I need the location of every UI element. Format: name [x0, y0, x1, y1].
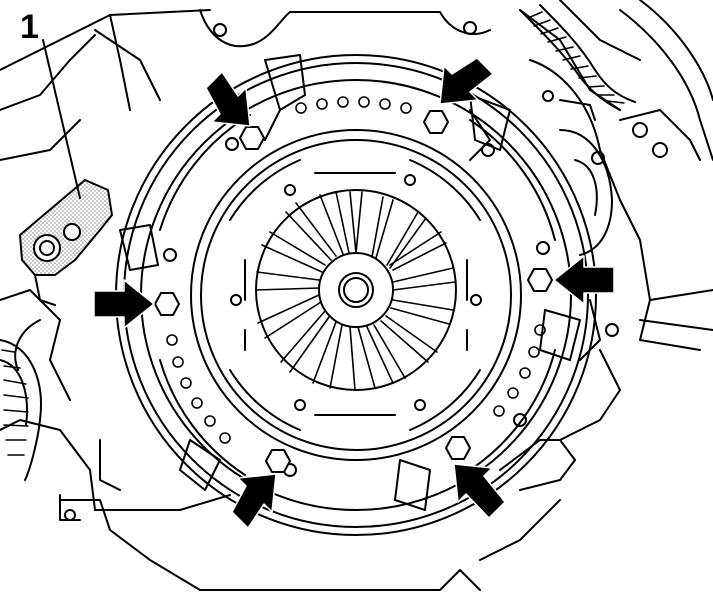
- arrow-pointer-icon: [453, 463, 506, 519]
- callout-1: [42, 39, 81, 199]
- bolt-top-right: [423, 110, 449, 134]
- hex-bolt-icon: [154, 292, 180, 316]
- arrow-pointer-icon: [439, 57, 494, 105]
- bolt-top-left: [239, 126, 265, 150]
- arrow-pointer-icon: [205, 71, 251, 127]
- hex-bolt-icon: [423, 110, 449, 134]
- arrow-pointer-icon: [231, 473, 277, 529]
- plate-hole-ring: [166, 96, 546, 444]
- hex-bolt-icon: [445, 436, 471, 460]
- bolt-bottom-left: [265, 449, 291, 473]
- callout-label-1: 1: [20, 8, 39, 46]
- hex-bolt-icon: [239, 126, 265, 150]
- hex-bolt-icon: [527, 268, 553, 292]
- spring-fingers: [255, 191, 456, 391]
- diaphragm-spring: [255, 189, 457, 391]
- arrow-pointer-icon: [93, 279, 155, 329]
- bolt-bottom-right: [445, 436, 471, 460]
- bolt-left: [154, 292, 180, 316]
- clutch-cover: [190, 129, 522, 461]
- bracket-small-hole: [63, 223, 81, 241]
- engine-bracket: [19, 179, 113, 306]
- pressure-plate: [115, 54, 597, 536]
- hex-bolt-icon: [265, 449, 291, 473]
- bolt-right: [527, 268, 553, 292]
- arrow-pointer-icon: [553, 255, 615, 305]
- bracket-bolt-hole: [33, 234, 61, 262]
